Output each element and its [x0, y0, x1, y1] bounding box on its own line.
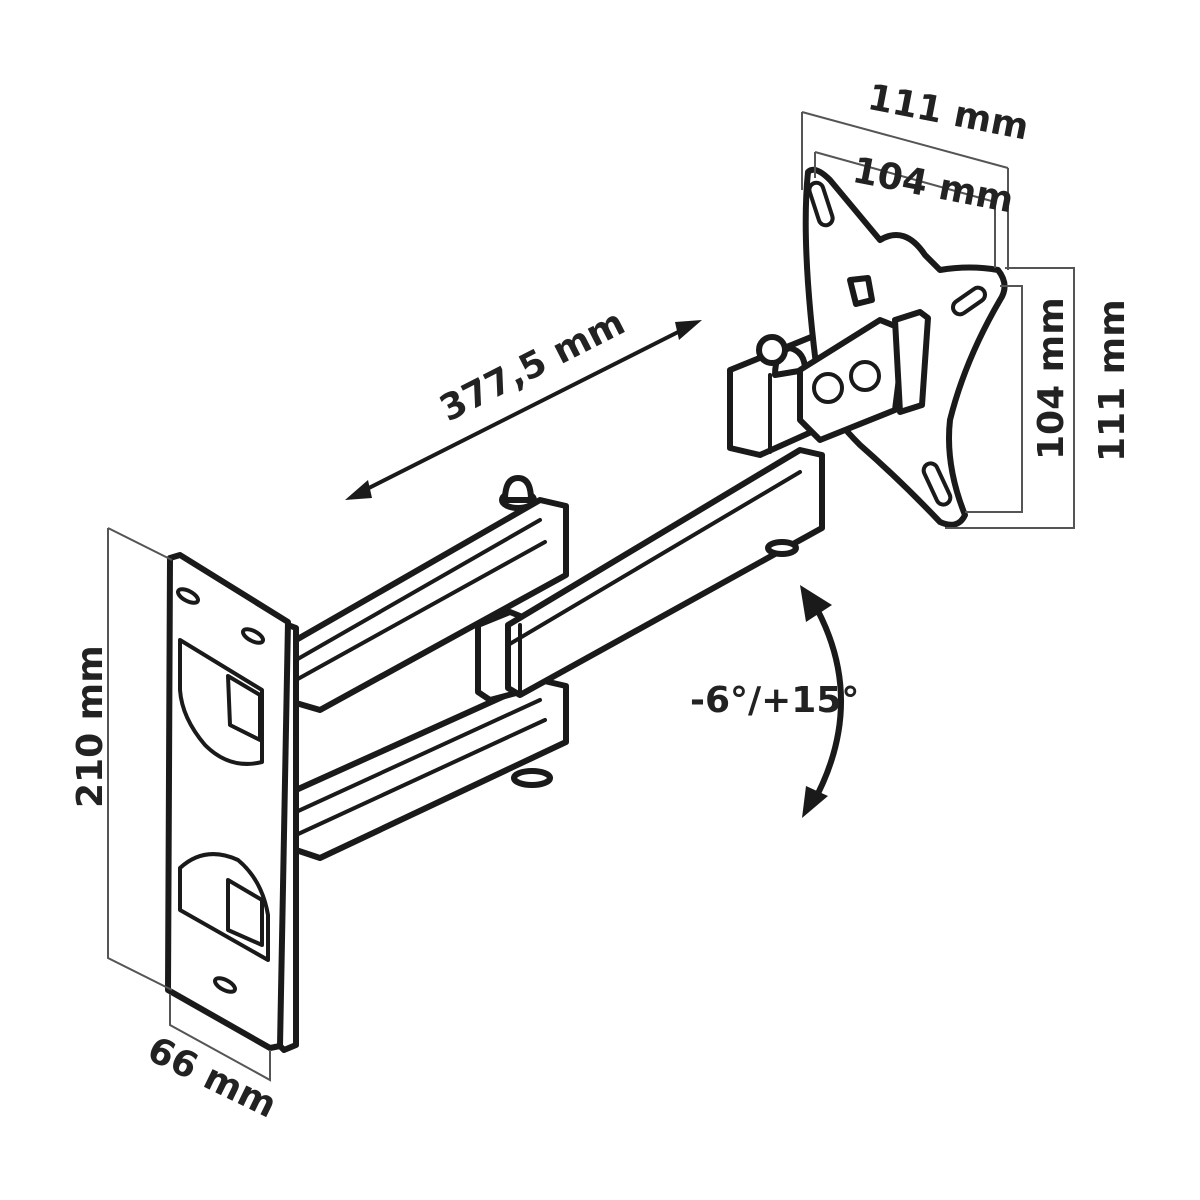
label-arm-extension: 377,5 mm [433, 302, 631, 430]
dimension-wall-plate-height: 210 mm [70, 527, 173, 991]
upper-arm [293, 475, 569, 713]
label-vesa-inner-width: 104 mm [849, 150, 1017, 221]
label-vesa-outer-height: 111 mm [1092, 299, 1133, 462]
dimension-vesa-outer-height: 111 mm [945, 267, 1133, 529]
dimension-arm-extension: 377,5 mm [345, 302, 702, 500]
label-wall-plate-height: 210 mm [70, 645, 111, 808]
forearm [505, 447, 825, 698]
wall-plate [165, 552, 299, 1053]
label-tilt-range: -6°/+15° [690, 680, 859, 721]
label-vesa-outer-width: 111 mm [864, 77, 1032, 148]
label-vesa-inner-height: 104 mm [1031, 297, 1072, 460]
tilt-bracket [797, 275, 931, 443]
dimension-tilt-range: -6°/+15° [690, 585, 859, 818]
dimension-vesa-inner-height: 104 mm [965, 285, 1072, 513]
lower-arm [293, 677, 569, 861]
